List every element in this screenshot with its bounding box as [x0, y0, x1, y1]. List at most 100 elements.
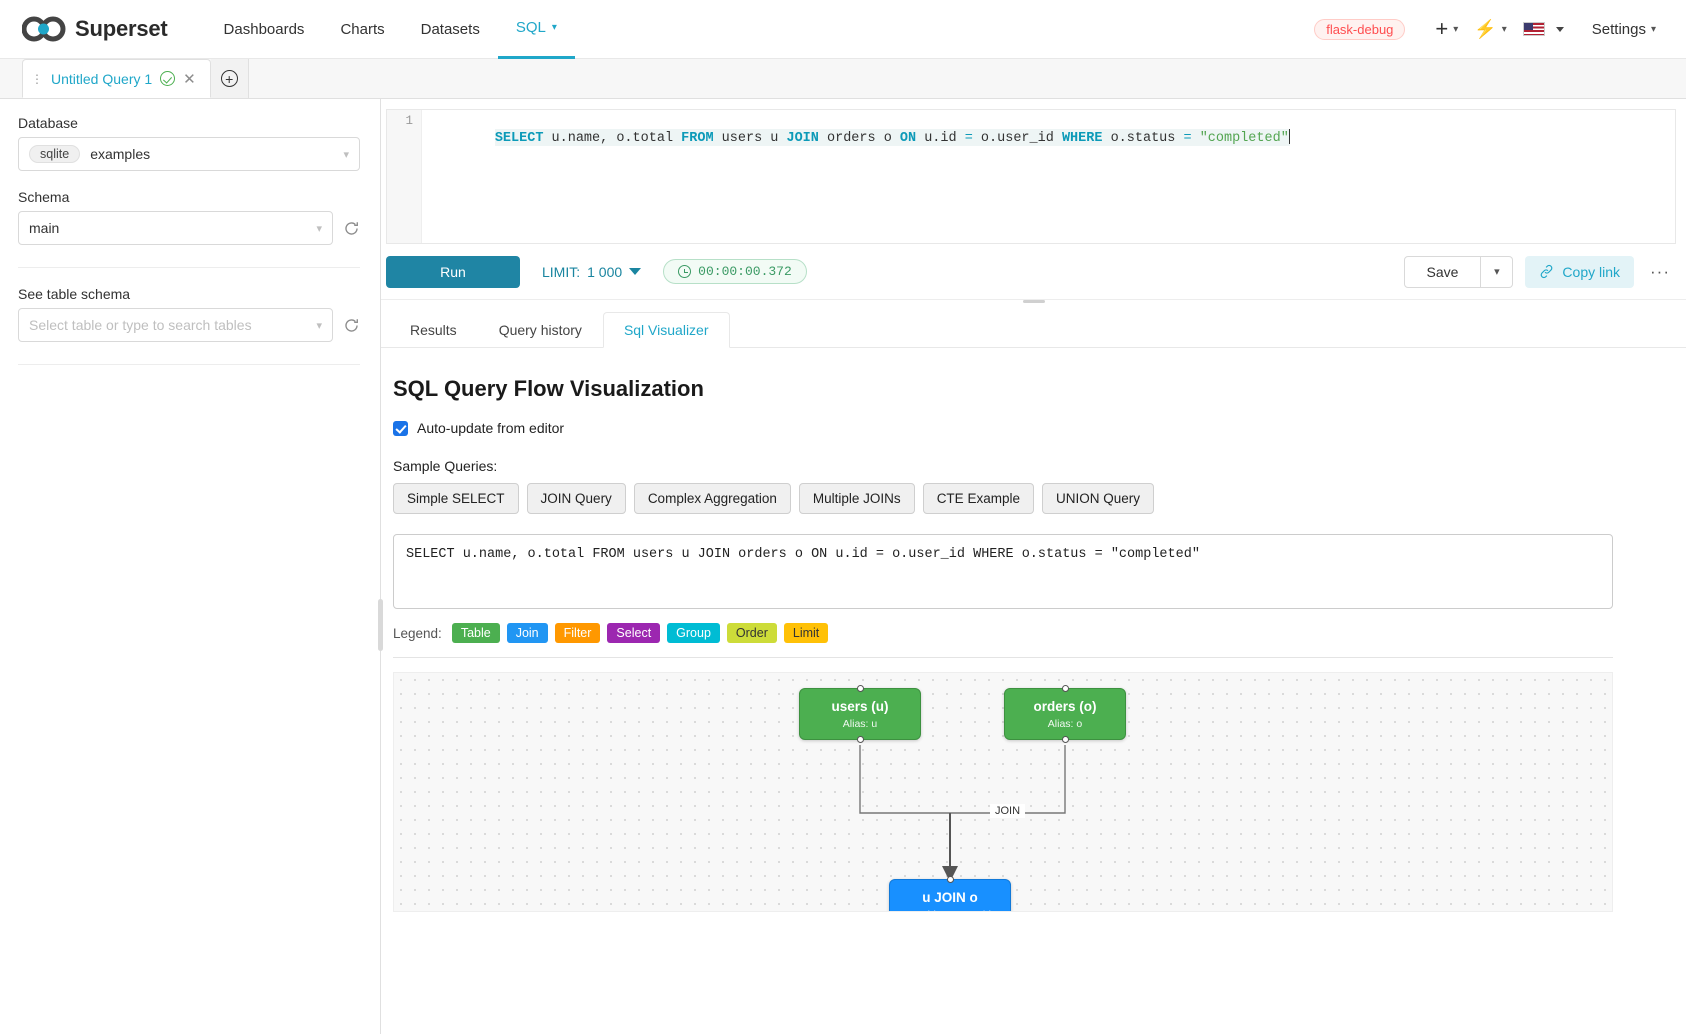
database-value: examples [90, 146, 151, 162]
legend-chip-select: Select [607, 623, 661, 643]
chevron-down-icon: ▾ [1650, 23, 1656, 35]
editor-code-line: SELECT u.name, o.total FROM users u JOIN… [494, 129, 1290, 146]
query-tab-label: Untitled Query 1 [51, 70, 153, 87]
flow-node-join[interactable]: u JOIN o ON u.id = o.user_id... [889, 876, 1011, 911]
legend-label: Legend: [393, 625, 442, 641]
node-port-top-icon [946, 876, 954, 883]
nav-link-charts-label: Charts [340, 20, 385, 38]
sample-queries-row: Simple SELECT JOIN Query Complex Aggrega… [393, 483, 1674, 514]
copy-link-button[interactable]: Copy link [1525, 255, 1635, 288]
superset-logo[interactable]: Superset [22, 16, 168, 42]
legend-chip-order: Order [726, 623, 777, 643]
table-schema-row: Select table or type to search tables ▾ [18, 308, 360, 342]
nav-link-dashboards-label: Dashboards [223, 20, 305, 38]
top-navbar: Superset Dashboards Charts Datasets SQL … [0, 0, 1686, 59]
sample-button-union-query[interactable]: UNION Query [1041, 483, 1154, 514]
chevron-down-icon: ▾ [316, 319, 322, 332]
schema-value: main [29, 220, 60, 236]
table-search-select[interactable]: Select table or type to search tables ▾ [18, 308, 333, 342]
nav-link-charts[interactable]: Charts [322, 0, 402, 59]
quick-actions-button[interactable]: ⚡ ▾ [1466, 20, 1514, 38]
more-options-icon[interactable]: ··· [1650, 261, 1670, 281]
edge-label-join: JOIN [990, 804, 1026, 818]
caret-down-icon [629, 268, 642, 275]
sample-button-join-query[interactable]: JOIN Query [526, 483, 626, 514]
panel-resize-handle[interactable] [378, 599, 383, 651]
close-icon[interactable]: ✕ [183, 70, 196, 88]
flow-node-users[interactable]: users (u) Alias: u [799, 685, 921, 743]
tab-results-label: Results [410, 322, 457, 338]
flow-node-orders[interactable]: orders (o) Alias: o [1004, 685, 1126, 743]
run-button[interactable]: Run [386, 255, 520, 288]
nav-link-dashboards[interactable]: Dashboards [206, 0, 323, 59]
plus-circle-icon: + [220, 70, 238, 87]
query-tab-untitled-query-1[interactable]: ⋮ Untitled Query 1 ✕ [22, 59, 211, 98]
save-dropdown-button[interactable]: ▾ [1481, 255, 1514, 288]
limit-value: 1 000 [587, 263, 623, 280]
database-select[interactable]: sqlite examples ▾ [18, 137, 360, 171]
nav-link-sql[interactable]: SQL ▾ [497, 0, 575, 59]
flow-node-users-title: users (u) [831, 698, 889, 714]
nav-link-datasets-label: Datasets [420, 20, 480, 38]
add-query-tab-button[interactable]: + [210, 59, 249, 98]
tab-sql-visualizer[interactable]: Sql Visualizer [602, 312, 730, 348]
sample-queries-label: Sample Queries: [393, 458, 498, 474]
panel-divider [18, 267, 360, 268]
drag-handle-icon[interactable]: ⋮ [31, 71, 43, 86]
sql-input-textarea[interactable] [393, 534, 1613, 609]
editor-resize-handle[interactable] [1022, 300, 1045, 303]
tab-sql-visualizer-label: Sql Visualizer [623, 322, 709, 338]
tab-query-history[interactable]: Query history [478, 312, 603, 348]
language-selector[interactable] [1515, 22, 1572, 36]
us-flag-icon [1522, 22, 1545, 36]
query-timer-value: 00:00:00.372 [698, 264, 792, 279]
flow-node-orders-alias: Alias: o [1047, 717, 1083, 730]
sample-button-multiple-joins[interactable]: Multiple JOINs [798, 483, 915, 514]
brand-name: Superset [75, 16, 168, 41]
query-timer: 00:00:00.372 [663, 259, 807, 284]
save-button[interactable]: Save [1403, 255, 1482, 288]
right-editor-panel: 1 SELECT u.name, o.total FROM users u JO… [381, 99, 1686, 1034]
editor-code-area[interactable]: SELECT u.name, o.total FROM users u JOIN… [422, 110, 1675, 243]
tab-results[interactable]: Results [389, 312, 478, 348]
check-circle-icon [160, 71, 176, 86]
bolt-icon: ⚡ [1474, 19, 1497, 39]
auto-update-checkbox[interactable] [393, 420, 408, 436]
editor-toolbar: Run LIMIT: 1 000 00:00:00.372 Save ▾ [381, 244, 1686, 303]
sql-editor[interactable]: 1 SELECT u.name, o.total FROM users u JO… [386, 109, 1676, 244]
sample-button-cte-example[interactable]: CTE Example [922, 483, 1034, 514]
legend: Legend: Table Join Filter Select Group O… [393, 623, 1674, 643]
panel-divider-2 [18, 364, 360, 365]
toolbar-right: Save ▾ Copy link ··· [1403, 255, 1675, 288]
copy-link-label: Copy link [1562, 263, 1621, 280]
query-flow-canvas[interactable]: JOIN users (u) Alias: u orders (o) Alias… [393, 672, 1613, 912]
settings-label: Settings [1591, 20, 1646, 38]
limit-dropdown[interactable]: LIMIT: 1 000 [542, 263, 642, 280]
infinity-logo-icon [22, 16, 66, 42]
legend-chip-group: Group [667, 623, 720, 643]
page-title: SQL Query Flow Visualization [393, 376, 704, 401]
refresh-tables-icon[interactable] [343, 317, 360, 334]
sql-visualizer-panel: SQL Query Flow Visualization Auto-update… [381, 348, 1686, 1034]
navbar-right: flask-debug + ▾ ⚡ ▾ Settings ▾ [1314, 18, 1664, 40]
new-item-button[interactable]: + ▾ [1427, 18, 1466, 40]
link-icon [1541, 264, 1553, 279]
schema-select[interactable]: main ▾ [18, 211, 333, 245]
refresh-schema-icon[interactable] [343, 220, 360, 237]
flow-node-users-alias: Alias: u [842, 717, 878, 730]
sample-button-complex-aggregation[interactable]: Complex Aggregation [633, 483, 791, 514]
tab-query-history-label: Query history [498, 322, 582, 338]
chevron-down-icon: ▾ [1453, 23, 1459, 35]
flow-edges [859, 745, 1066, 882]
node-port-top-icon [856, 685, 864, 692]
node-port-bottom-icon [1061, 736, 1069, 743]
settings-menu[interactable]: Settings ▾ [1572, 21, 1664, 38]
flow-node-join-title: u JOIN o [922, 889, 978, 905]
legend-chip-limit: Limit [783, 623, 829, 643]
node-port-top-icon [1061, 685, 1069, 692]
auto-update-row: Auto-update from editor [393, 420, 1674, 436]
nav-links: Dashboards Charts Datasets SQL ▾ [206, 0, 575, 59]
sample-button-simple-select[interactable]: Simple SELECT [393, 483, 519, 514]
nav-link-datasets[interactable]: Datasets [403, 0, 498, 59]
legend-chip-join: Join [506, 623, 548, 643]
